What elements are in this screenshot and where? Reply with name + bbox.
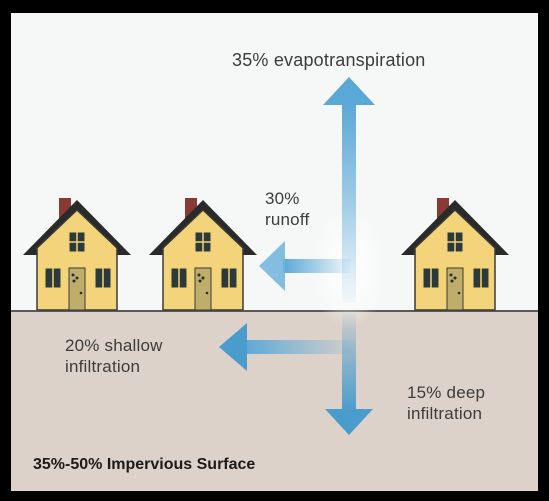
- shallow-infiltration-label-line1: 20% shallow: [65, 336, 163, 355]
- runoff-arrow: [259, 241, 351, 291]
- deep-infiltration-label-line2: infiltration: [407, 404, 483, 423]
- house-1: [23, 198, 131, 311]
- evapotranspiration-label: 35% evapotranspiration: [232, 50, 426, 70]
- shallow-infiltration-label-line2: infiltration: [65, 357, 141, 376]
- house-2: [149, 198, 257, 311]
- shallow-infiltration-arrow: [219, 323, 355, 371]
- impervious-surface-caption: 35%-50% Impervious Surface: [33, 456, 256, 473]
- evapotranspiration-arrow: [323, 77, 375, 303]
- diagram-canvas: [11, 13, 538, 491]
- runoff-label-text: runoff: [265, 210, 310, 229]
- diagram-panel: 35% evapotranspiration 30% runoff 20% sh…: [11, 13, 538, 491]
- runoff-label-percent: 30%: [265, 189, 300, 208]
- deep-infiltration-label-line1: 15% deep: [407, 383, 486, 402]
- deep-infiltration-arrow: [325, 313, 373, 435]
- house-3: [401, 198, 509, 311]
